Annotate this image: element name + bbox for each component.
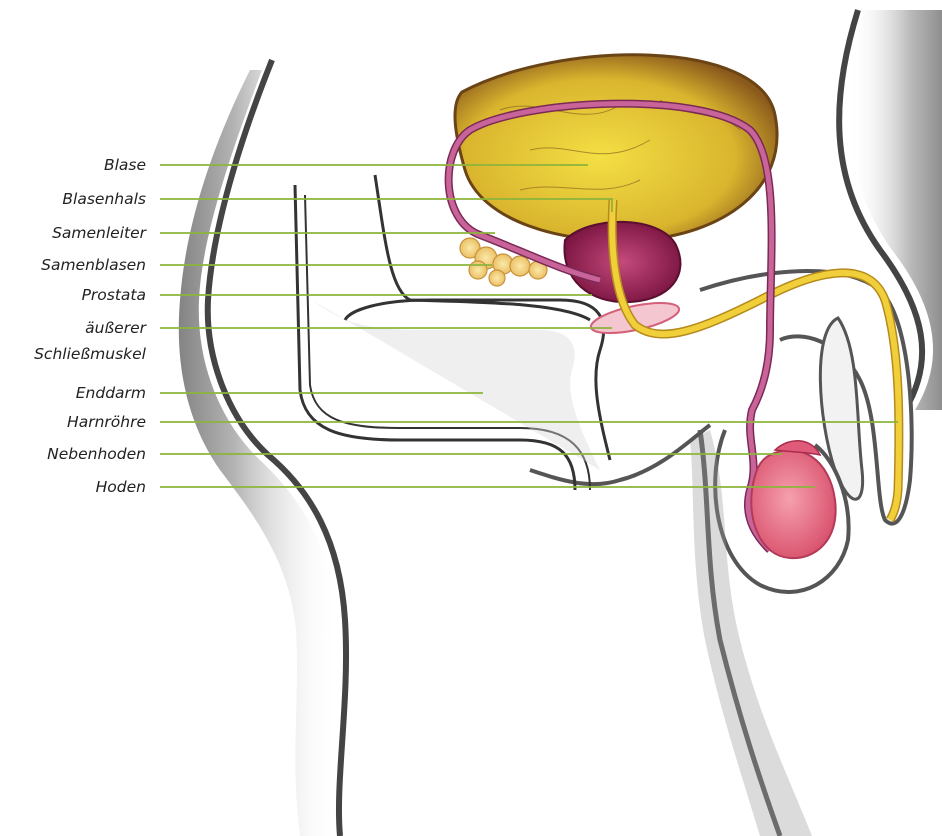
label-nebenhoden: Nebenhoden bbox=[47, 445, 146, 463]
label-prostata: Prostata bbox=[82, 286, 146, 304]
label-sphincter-line1: äußerer bbox=[85, 319, 148, 337]
label-enddarm: Enddarm bbox=[76, 384, 146, 402]
label-samenleiter: Samenleiter bbox=[52, 224, 148, 242]
label-blasenhals: Blasenhals bbox=[62, 190, 146, 208]
label-blase: Blase bbox=[104, 156, 146, 174]
label-harnroehre: Harnröhre bbox=[67, 413, 146, 431]
testis bbox=[751, 441, 835, 558]
label-samenblasen: Samenblasen bbox=[41, 256, 146, 274]
label-sphincter-line2: Schließmuskel bbox=[34, 345, 147, 363]
labels: Blase Blasenhals Samenleiter Samenblasen… bbox=[34, 156, 148, 496]
label-hoden: Hoden bbox=[96, 478, 146, 496]
